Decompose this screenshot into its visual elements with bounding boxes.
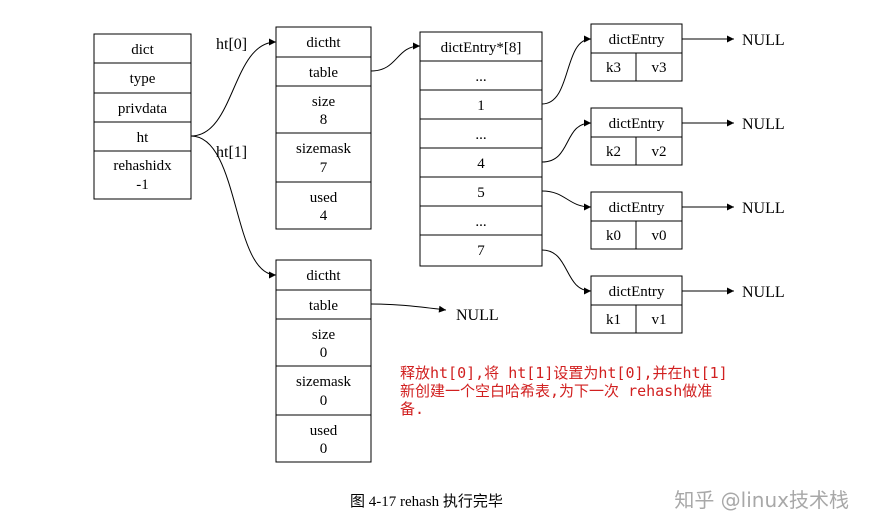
entry-box-0 xyxy=(590,23,683,82)
ht0-used-value: 4 xyxy=(320,208,328,224)
dict-field-ht: ht xyxy=(137,130,150,146)
edge-bucket1-to-entry0 xyxy=(541,35,592,105)
entry-box-1 xyxy=(590,107,683,166)
edge-bucket4-to-entry1 xyxy=(541,119,592,163)
entry-value: v1 xyxy=(652,312,667,328)
ht1-struct xyxy=(275,259,372,463)
annotation-note: 释放ht[0],将 ht[1]设置为ht[0],并在ht[1] 新创建一个空白哈… xyxy=(400,364,728,418)
bucket-cell: 4 xyxy=(477,156,485,172)
ht1-header: dictht xyxy=(306,268,341,284)
dict-field-privdata: privdata xyxy=(118,101,167,117)
null-label: NULL xyxy=(742,200,785,217)
edge-ht1-table-to-null xyxy=(370,303,447,313)
dict-rehashidx-label: rehashidx xyxy=(113,158,172,174)
dict-field-type: type xyxy=(130,71,156,87)
entry-box-3 xyxy=(590,275,683,334)
entry-key: k3 xyxy=(606,60,621,76)
ht1-sizemask-label: sizemask xyxy=(296,374,351,390)
ht1-size-value: 0 xyxy=(320,345,328,361)
bucket-array xyxy=(419,31,543,267)
entry-value: v2 xyxy=(652,144,667,160)
ht1-sizemask-value: 0 xyxy=(320,393,328,409)
figure-caption: 图 4-17 rehash 执行完毕 xyxy=(350,494,503,510)
bucket-cell: 7 xyxy=(477,243,485,259)
edge-table-to-buckets xyxy=(370,42,421,72)
dict-rehashidx-value: -1 xyxy=(136,177,149,193)
edge-bucket5-to-entry2 xyxy=(541,190,592,211)
ht0-table: table xyxy=(309,65,338,81)
ht0-header: dictht xyxy=(306,35,341,51)
entry-box-2 xyxy=(590,191,683,250)
ht0-sizemask-label: sizemask xyxy=(296,141,351,157)
bucket-cell: 5 xyxy=(477,185,485,201)
edge-bucket7-to-entry3 xyxy=(541,249,592,295)
ht0-size-value: 8 xyxy=(320,112,328,128)
ht0-sizemask-value: 7 xyxy=(320,160,328,176)
bucket-header: dictEntry*[8] xyxy=(441,40,522,56)
watermark: 知乎 @linux技术栈 xyxy=(674,488,849,512)
ht0-size-label: size xyxy=(312,94,336,110)
entry-header: dictEntry xyxy=(609,200,665,216)
dict-struct xyxy=(93,33,192,200)
bucket-cell: ... xyxy=(475,127,486,143)
ht1-used-value: 0 xyxy=(320,441,328,457)
ht1-table: table xyxy=(309,298,338,314)
null-label: NULL xyxy=(742,116,785,133)
entry-key: k2 xyxy=(606,144,621,160)
entry-value: v0 xyxy=(652,228,667,244)
entry-key: k1 xyxy=(606,312,621,328)
dict-header: dict xyxy=(131,42,154,58)
ht0-struct xyxy=(275,26,372,230)
ht1-used-label: used xyxy=(310,423,338,439)
null-label: NULL xyxy=(742,284,785,301)
ht0-used-label: used xyxy=(310,190,338,206)
bucket-cell: ... xyxy=(475,214,486,230)
ht1-table-null-label: NULL xyxy=(456,307,499,324)
edge-ht-to-ht1 xyxy=(190,135,277,279)
entry-header: dictEntry xyxy=(609,32,665,48)
entry-header: dictEntry xyxy=(609,116,665,132)
bucket-cell: 1 xyxy=(477,98,485,114)
entry-header: dictEntry xyxy=(609,284,665,300)
bucket-cell: ... xyxy=(475,69,486,85)
null-label: NULL xyxy=(742,32,785,49)
ht0-edge-label: ht[0] xyxy=(216,36,247,53)
edge-ht-to-ht0 xyxy=(190,38,277,137)
ht1-size-label: size xyxy=(312,327,336,343)
ht1-edge-label: ht[1] xyxy=(216,144,247,161)
entry-value: v3 xyxy=(652,60,667,76)
entry-key: k0 xyxy=(606,228,621,244)
